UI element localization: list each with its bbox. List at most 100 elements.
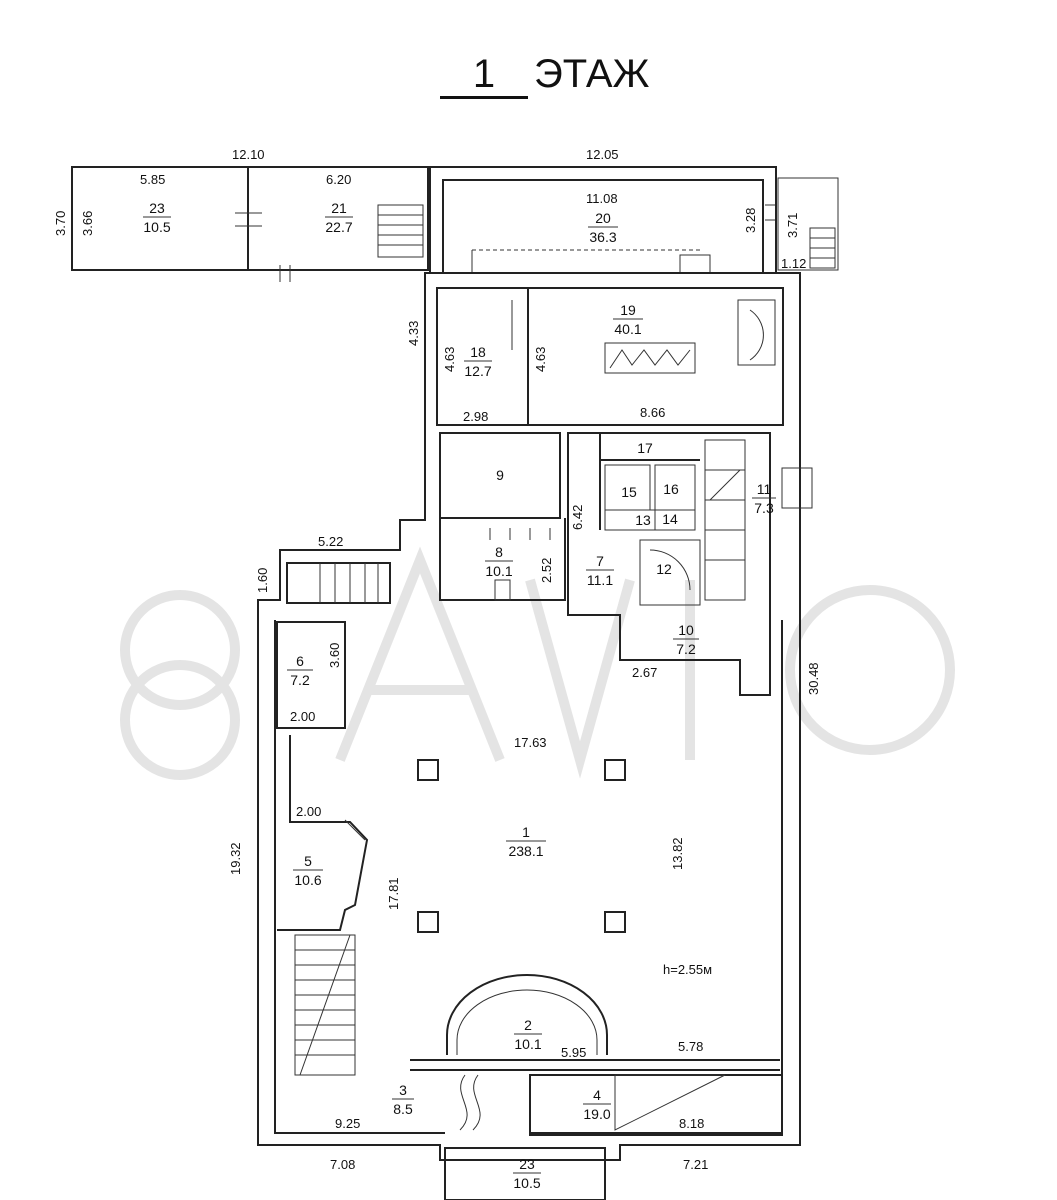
dim-2-98: 2.98	[463, 409, 488, 424]
dim-11-08: 11.08	[586, 191, 618, 206]
room-area: 7.2	[676, 641, 696, 657]
dim-9-25: 9.25	[335, 1116, 360, 1131]
room-12: 12	[656, 561, 672, 577]
room-15: 15	[621, 484, 637, 500]
room-number: 10	[678, 622, 694, 638]
dim-6-20: 6.20	[326, 172, 351, 187]
room-area: 36.3	[589, 229, 616, 245]
dim-7-21: 7.21	[683, 1157, 708, 1172]
room-23: 23 10.5	[513, 1156, 541, 1191]
room-10: 10 7.2	[673, 622, 699, 657]
dim-30-48: 30.48	[806, 662, 821, 695]
annex-walls	[71, 166, 429, 282]
dimension-labels: 12.10 5.85 6.20 3.70 3.66 12.05 11.08 3.…	[53, 147, 821, 1172]
dim-13-82: 13.82	[670, 837, 685, 870]
room-area: 10.6	[294, 872, 321, 888]
room-area: 10.1	[514, 1036, 541, 1052]
room-4: 4 19.0	[583, 1087, 611, 1122]
watermark-logo	[120, 546, 955, 780]
room-number: 20	[595, 210, 611, 226]
dim-17-81: 17.81	[386, 877, 401, 910]
room-number: 23	[519, 1156, 535, 1172]
room-number: 6	[296, 653, 304, 669]
room-number: 23	[149, 200, 165, 216]
room-number: 5	[304, 853, 312, 869]
dim-4-33: 4.33	[406, 321, 421, 346]
room-number: 3	[399, 1082, 407, 1098]
room-5: 5 10.6	[293, 853, 323, 888]
room-area: 40.1	[614, 321, 641, 337]
room-1: 1 238.1	[506, 824, 546, 859]
dim-4-63-b: 4.63	[533, 347, 548, 372]
room-22: 23 10.5	[143, 200, 171, 235]
dim-3-70: 3.70	[53, 211, 68, 236]
room-number: 8	[495, 544, 503, 560]
room-21: 21 22.7	[325, 200, 353, 235]
dim-2-00-a: 2.00	[290, 709, 315, 724]
room-8: 8 10.1	[485, 544, 513, 579]
room-6: 6 7.2	[287, 653, 313, 688]
dim-8-18: 8.18	[679, 1116, 704, 1131]
room-17: 17	[637, 440, 653, 456]
room-19: 19 40.1	[613, 302, 643, 337]
room-2: 2 10.1	[514, 1017, 542, 1052]
dim-5-22: 5.22	[318, 534, 343, 549]
dim-3-71: 3.71	[785, 213, 800, 238]
floor-number: 1	[440, 52, 528, 99]
room-number: 4	[593, 1087, 601, 1103]
room-area: 19.0	[583, 1106, 610, 1122]
room-16: 16	[663, 481, 679, 497]
room-number: 11	[757, 481, 772, 497]
dim-8-66: 8.66	[640, 405, 665, 420]
dim-2-00-b: 2.00	[296, 804, 321, 819]
room-7: 7 11.1	[586, 553, 614, 588]
dim-5-95: 5.95	[561, 1045, 586, 1060]
room-number: 1	[522, 824, 530, 840]
room-number: 19	[620, 302, 636, 318]
room-20: 20 36.3	[588, 210, 618, 245]
dim-17-63: 17.63	[514, 735, 547, 750]
room-number: 18	[470, 344, 486, 360]
dim-3-28: 3.28	[743, 208, 758, 233]
room-number: 7	[596, 553, 604, 569]
room-9: 9	[496, 467, 504, 483]
room-area: 12.7	[464, 363, 491, 379]
dim-19-32: 19.32	[228, 842, 243, 875]
room-number: 21	[331, 200, 347, 216]
dim-1-12: 1.12	[781, 256, 806, 271]
main-walls	[257, 272, 813, 1200]
room-area: 7.2	[290, 672, 310, 688]
room-13: 13	[635, 512, 651, 528]
room-14: 14	[662, 511, 678, 527]
room-3: 3 8.5	[392, 1082, 414, 1117]
room-number: 2	[524, 1017, 532, 1033]
dim-3-60: 3.60	[327, 643, 342, 668]
room-labels: 23 10.5 21 22.7 20 36.3 19 40.1 18 12.7 …	[143, 200, 776, 1191]
room-area: 10.5	[143, 219, 170, 235]
room-11: 11 7.3	[752, 481, 776, 516]
dim-5-85: 5.85	[140, 172, 165, 187]
room-area: 10.5	[513, 1175, 540, 1191]
dim-12-10: 12.10	[232, 147, 265, 162]
room-area: 10.1	[485, 563, 512, 579]
dim-7-08: 7.08	[330, 1157, 355, 1172]
dim-2-52: 2.52	[539, 558, 554, 583]
room-area: 238.1	[508, 843, 543, 859]
dim-5-78: 5.78	[678, 1039, 703, 1054]
dim-1-60: 1.60	[255, 568, 270, 593]
dim-2-67: 2.67	[632, 665, 657, 680]
room-area: 11.1	[587, 572, 613, 588]
dim-6-42: 6.42	[570, 505, 585, 530]
room-area: 7.3	[754, 500, 774, 516]
room-area: 22.7	[325, 219, 352, 235]
dim-4-63-a: 4.63	[442, 347, 457, 372]
dim-3-66: 3.66	[80, 211, 95, 236]
room-18: 18 12.7	[464, 344, 492, 379]
floor-word: ЭТАЖ	[534, 52, 650, 96]
room-area: 8.5	[393, 1101, 413, 1117]
dim-12-05: 12.05	[586, 147, 619, 162]
block-room-20	[429, 166, 839, 274]
ceiling-height: h=2.55м	[663, 962, 712, 977]
